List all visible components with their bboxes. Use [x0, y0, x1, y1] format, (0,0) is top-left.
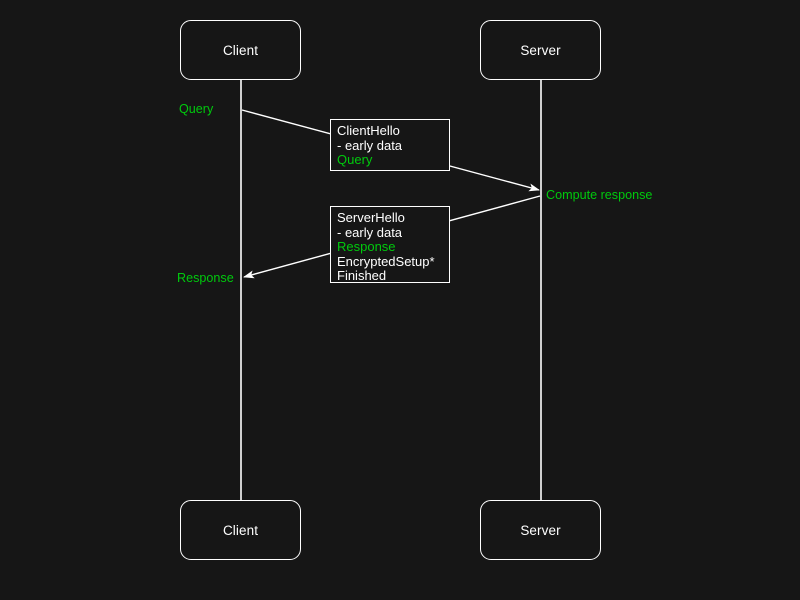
actor-label-client-bottom: Client: [222, 522, 259, 538]
actor-label-client-top: Client: [222, 42, 259, 58]
actor-box-server-top[interactable]: Server: [480, 20, 601, 80]
message-line-server-hello-title: ServerHello: [337, 210, 405, 225]
message-line-server-hello-encrypted-setup: EncryptedSetup*: [337, 253, 435, 269]
note-query: Query: [179, 102, 214, 116]
message-line-server-hello-finished: Finished: [337, 268, 387, 284]
actor-box-client-top[interactable]: Client: [180, 20, 301, 80]
message-box-client-hello[interactable]: ClientHello - early data Query: [330, 119, 450, 171]
note-response: Response: [177, 271, 234, 285]
actor-label-server-bottom: Server: [520, 522, 561, 538]
message-line-client-hello-query: Query: [337, 152, 373, 168]
message-box-server-hello[interactable]: ServerHello - early data Response Encryp…: [330, 206, 450, 283]
message-line-server-hello-response: Response: [337, 239, 396, 255]
note-compute-response: Compute response: [546, 188, 653, 202]
actor-box-client-bottom[interactable]: Client: [180, 500, 301, 560]
message-line-server-hello-early-data: - early data: [337, 224, 403, 240]
message-line-client-hello-early-data: - early data: [337, 137, 403, 153]
actor-label-server-top: Server: [520, 42, 561, 58]
actor-box-server-bottom[interactable]: Server: [480, 500, 601, 560]
message-line-client-hello-title: ClientHello: [337, 123, 400, 138]
